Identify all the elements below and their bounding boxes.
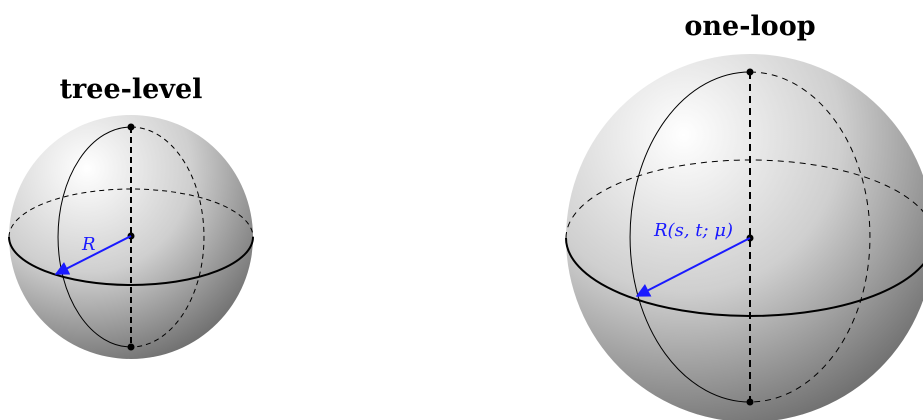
one-loop-sphere: one-loop R(s, t; μ)	[565, 11, 923, 420]
loop-radius-arrow	[635, 237, 751, 297]
tree-north-pole	[127, 123, 135, 131]
tree-meridian-back	[130, 126, 205, 348]
tree-south-pole	[127, 343, 135, 351]
tree-radius-label: R	[81, 234, 96, 255]
tree-equator-front	[8, 236, 254, 286]
loop-meridian-front	[629, 71, 751, 403]
tree-level-sphere: tree-level R	[8, 74, 254, 359]
tree-level-title: tree-level	[60, 74, 203, 105]
loop-sphere-body	[566, 54, 923, 420]
loop-north-pole	[746, 68, 754, 76]
tree-radius-arrow	[54, 235, 132, 275]
loop-meridian-back	[749, 71, 871, 403]
one-loop-title: one-loop	[684, 11, 815, 42]
loop-radius-label: R(s, t; μ)	[653, 220, 733, 241]
loop-south-pole	[746, 398, 754, 406]
tree-meridian-front	[57, 126, 132, 348]
